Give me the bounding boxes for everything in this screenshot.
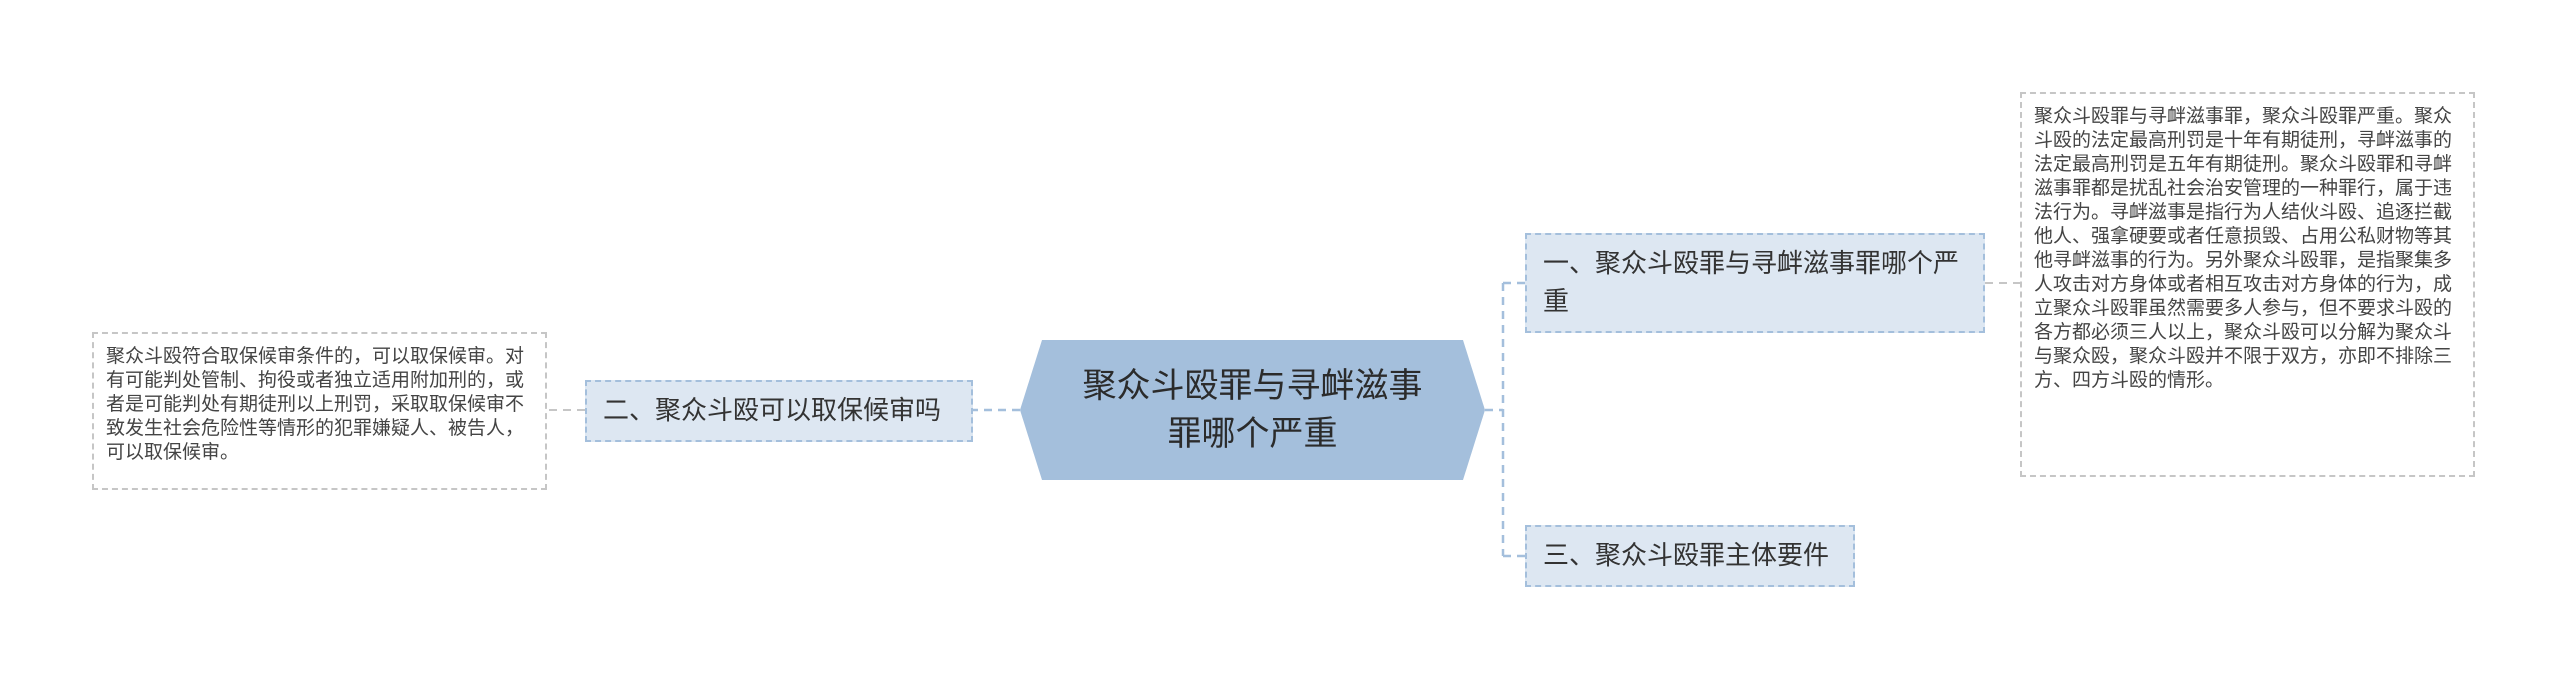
detail-note-1-text: 聚众斗殴罪与寻衅滋事罪，聚众斗殴罪严重。聚众斗殴的法定最高刑罚是十年有期徒刑，寻… — [2034, 105, 2453, 391]
branch-topic-2-label: 二、聚众斗殴可以取保候审吗 — [603, 396, 942, 426]
branch-topic-2[interactable]: 二、聚众斗殴可以取保候审吗 — [585, 380, 973, 442]
central-topic[interactable]: 聚众斗殴罪与寻衅滋事罪哪个严重 — [1020, 340, 1485, 480]
detail-note-2-text: 聚众斗殴符合取保候审条件的，可以取保候审。对有可能判处管制、拘役或者独立适用附加… — [106, 345, 525, 463]
detail-note-2[interactable]: 聚众斗殴符合取保候审条件的，可以取保候审。对有可能判处管制、拘役或者独立适用附加… — [92, 332, 547, 490]
branch-topic-3[interactable]: 三、聚众斗殴罪主体要件 — [1525, 525, 1855, 587]
branch-topic-1-label: 一、聚众斗殴罪与寻衅滋事罪哪个严重 — [1543, 249, 1960, 317]
central-topic-label: 聚众斗殴罪与寻衅滋事罪哪个严重 — [1082, 366, 1423, 454]
detail-note-1[interactable]: 聚众斗殴罪与寻衅滋事罪，聚众斗殴罪严重。聚众斗殴的法定最高刑罚是十年有期徒刑，寻… — [2020, 92, 2475, 477]
branch-topic-1[interactable]: 一、聚众斗殴罪与寻衅滋事罪哪个严重 — [1525, 233, 1985, 333]
branch-topic-3-label: 三、聚众斗殴罪主体要件 — [1543, 541, 1830, 571]
